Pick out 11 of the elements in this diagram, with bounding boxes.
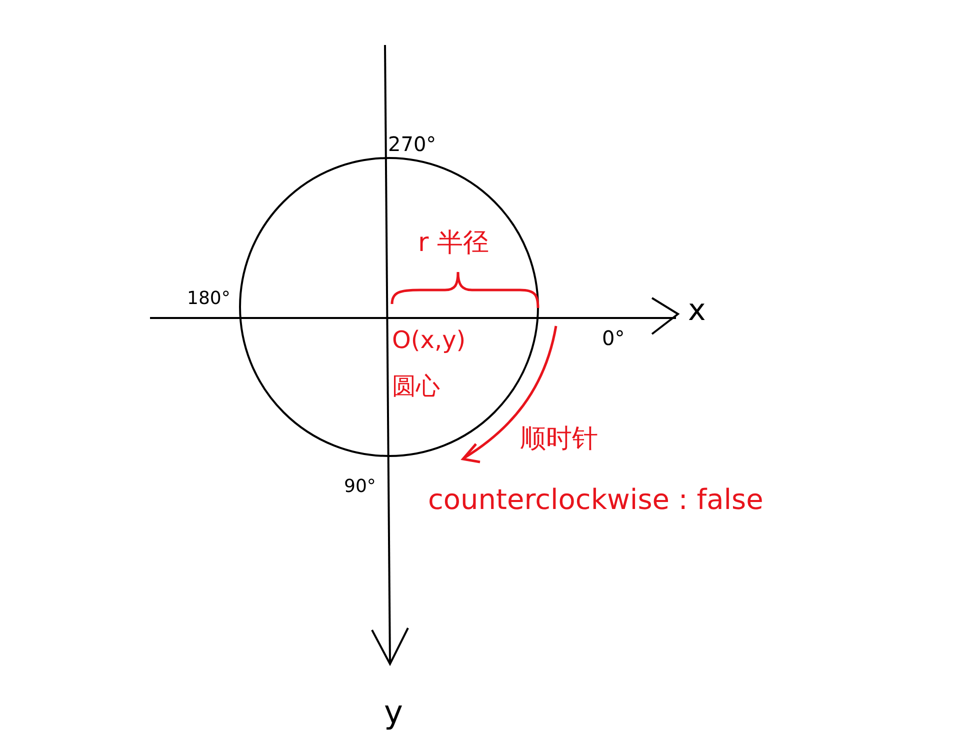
radius-label: r 半径 bbox=[418, 230, 489, 256]
center-label: O(x,y) bbox=[392, 328, 466, 352]
angle-label: 0° bbox=[602, 328, 625, 348]
direction-label: 顺时针 bbox=[520, 426, 598, 452]
axis-label: y bbox=[384, 696, 403, 728]
axis-label: x bbox=[688, 296, 706, 326]
center-label: 圆心 bbox=[392, 374, 440, 398]
angle-label: 270° bbox=[388, 134, 436, 154]
setting-note: counterclockwise : false bbox=[428, 486, 764, 514]
angle-label: 90° bbox=[344, 478, 376, 496]
angle-label: 180° bbox=[187, 290, 230, 308]
